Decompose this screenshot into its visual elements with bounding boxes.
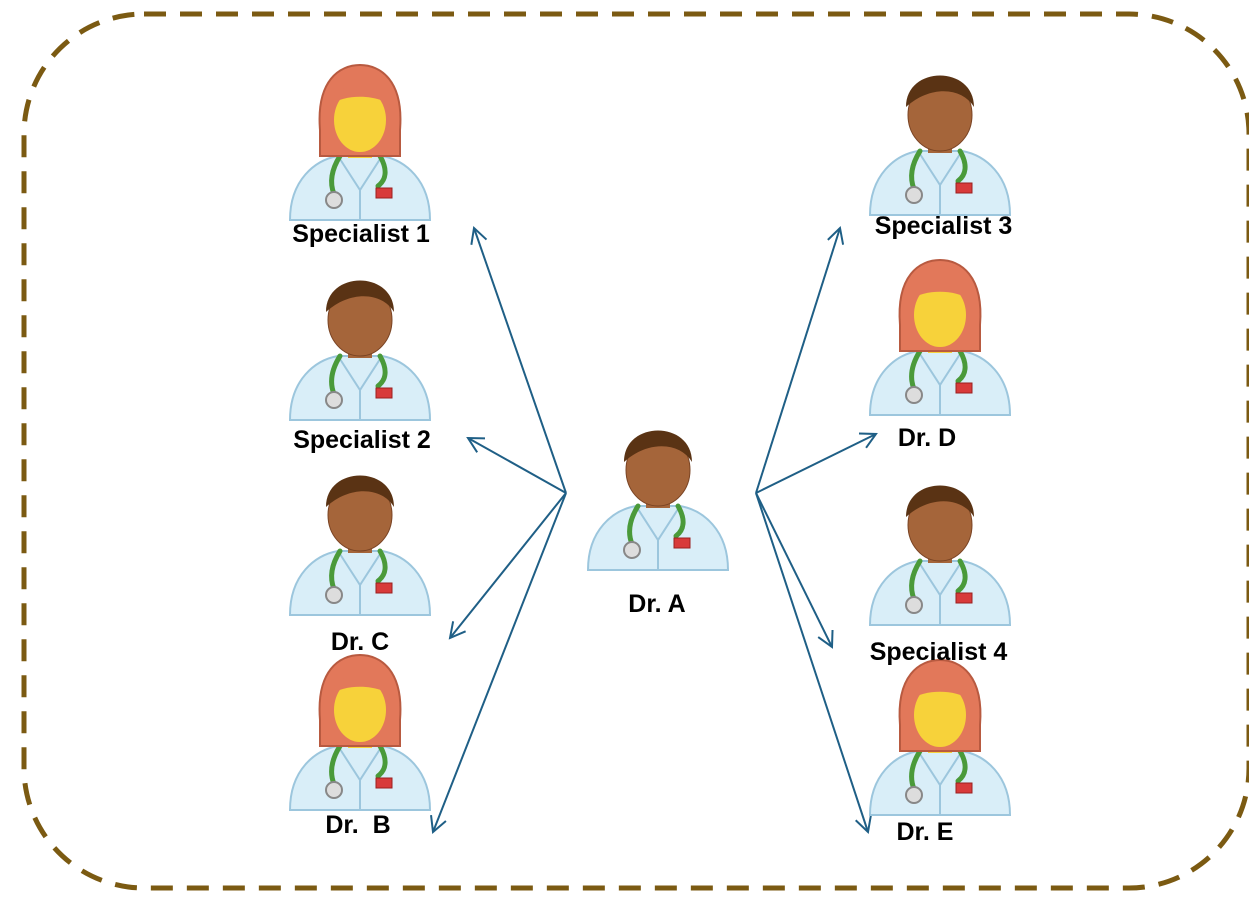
label-specialist-3: Specialist 3 bbox=[874, 212, 1013, 240]
arrow-dr-a-to-dr-b bbox=[433, 492, 567, 832]
dashed-frame bbox=[21, 11, 1249, 891]
arrows-layer bbox=[433, 228, 876, 832]
label-specialist-4: Specialist 4 bbox=[869, 638, 1008, 666]
label-dr-c: Dr. C bbox=[330, 628, 390, 656]
doctor-icon-dr-b bbox=[288, 653, 432, 811]
doctor-icon-dr-e bbox=[868, 658, 1012, 816]
label-dr-e: Dr. E bbox=[896, 818, 954, 846]
label-specialist-2: Specialist 2 bbox=[293, 426, 431, 454]
arrow-dr-a-to-dr-e bbox=[755, 492, 868, 832]
label-specialist-1: Specialist 1 bbox=[292, 220, 430, 248]
arrow-dr-a-to-specialist-4 bbox=[755, 492, 832, 647]
arrow-dr-a-to-specialist-3 bbox=[755, 228, 840, 494]
arrow-dr-a-to-specialist-1 bbox=[474, 228, 567, 494]
doctor-icon-specialist-3 bbox=[868, 75, 1012, 216]
doctor-icon-specialist-2 bbox=[288, 280, 432, 421]
label-dr-b: Dr. B bbox=[325, 811, 391, 839]
arrow-dr-a-to-dr-c bbox=[450, 492, 567, 638]
label-dr-d: Dr. D bbox=[897, 424, 957, 452]
doctor-icon-dr-c bbox=[288, 475, 432, 616]
doctor-icon-dr-d bbox=[868, 258, 1012, 416]
doctor-icon-dr-a bbox=[586, 430, 730, 571]
label-dr-a: Dr. A bbox=[628, 590, 686, 618]
doctor-icon-specialist-4 bbox=[868, 485, 1012, 626]
doctor-icon-specialist-1 bbox=[288, 63, 432, 221]
arrow-dr-a-to-dr-d bbox=[755, 434, 876, 494]
arrow-dr-a-to-specialist-2 bbox=[468, 438, 567, 494]
doctors-layer bbox=[288, 63, 1012, 816]
